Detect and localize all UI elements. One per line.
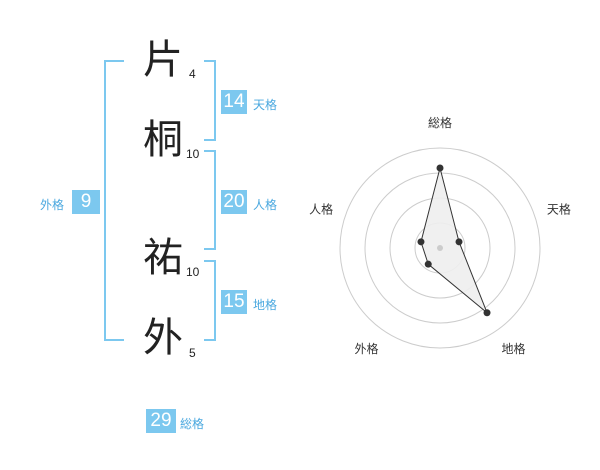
radar-axis-label: 総格 — [428, 115, 452, 130]
soukaku-label: 総格 — [180, 417, 205, 431]
tenkaku-label: 天格 — [253, 98, 278, 112]
radar-point-4 — [424, 260, 432, 268]
radar-axis-label: 外格 — [355, 341, 379, 356]
radar-axis-label: 地格 — [501, 341, 525, 356]
gaikaku-bracket — [104, 60, 124, 341]
gaikaku-badge: 9 — [72, 190, 100, 214]
chikaku-badge: 15 — [221, 290, 247, 314]
radar-axis-label: 人格 — [309, 201, 333, 216]
tenkaku-bracket — [204, 60, 216, 141]
gaikaku-label: 外格 — [40, 198, 65, 212]
name-char-1: 片 — [143, 37, 183, 83]
chikaku-label: 地格 — [253, 298, 278, 312]
name-char-4: 外 — [143, 315, 183, 361]
radar-center-dot — [437, 245, 443, 251]
soukaku-badge: 29 — [146, 409, 176, 433]
radar-point-2 — [455, 238, 463, 246]
radar-area — [420, 167, 488, 314]
stroke-count-4: 5 — [189, 346, 196, 360]
radar-point-1 — [436, 164, 444, 172]
name-char-3: 祐 — [143, 235, 183, 281]
radar-point-3 — [483, 309, 491, 317]
jinkaku-badge: 20 — [221, 190, 247, 214]
stroke-count-1: 4 — [189, 67, 196, 81]
radar-ring-4 — [339, 147, 541, 349]
stroke-count-3: 10 — [186, 265, 200, 279]
jinkaku-label: 人格 — [253, 198, 278, 212]
tenkaku-badge: 14 — [221, 90, 247, 114]
radar-point-5 — [417, 238, 425, 246]
name-char-2: 桐 — [143, 117, 183, 163]
stroke-count-2: 10 — [186, 147, 200, 161]
radar-axis-label: 天格 — [547, 201, 571, 216]
jinkaku-bracket — [204, 150, 216, 250]
chikaku-bracket — [204, 260, 216, 341]
